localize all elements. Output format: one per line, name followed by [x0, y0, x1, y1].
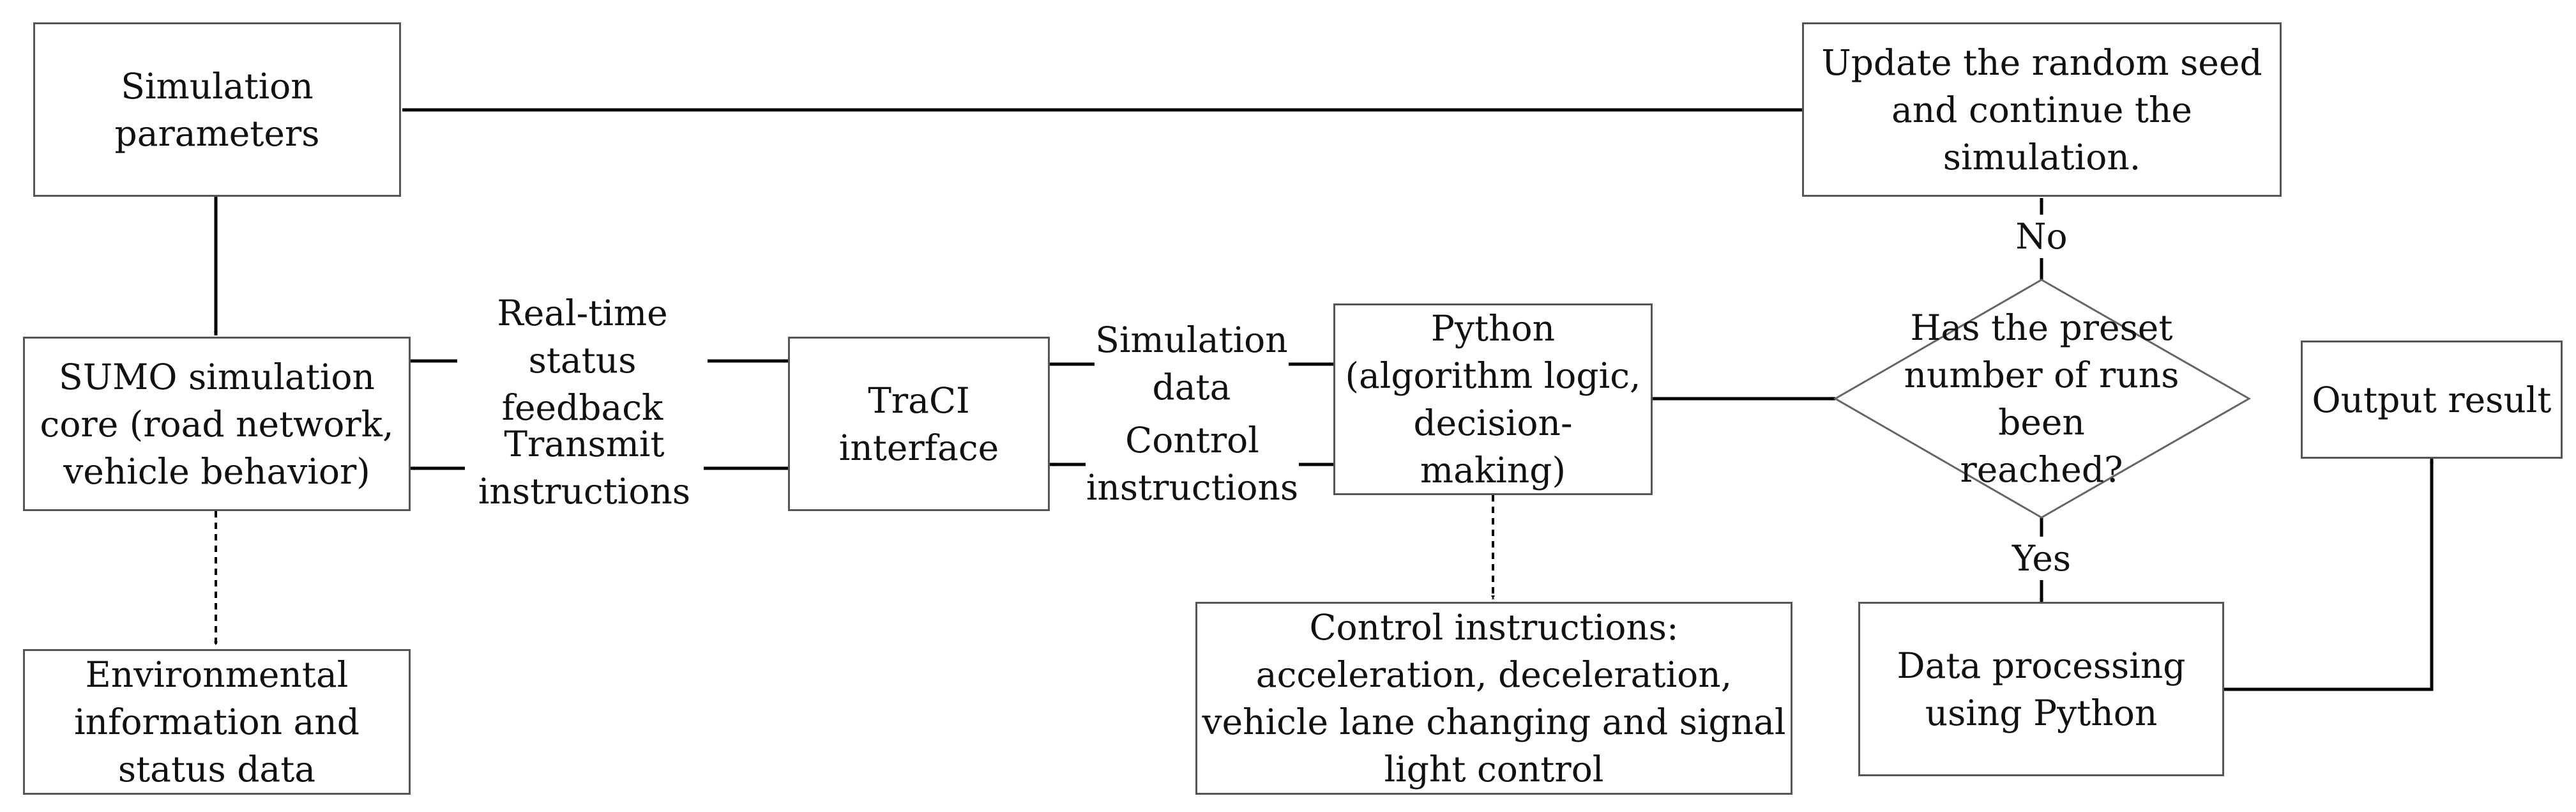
realtime-feedback-label: Real-time status feedback: [457, 293, 708, 428]
control-instructions-box: Control instructions: acceleration, dece…: [1195, 602, 1792, 795]
decision-runs-label: Has the preset number of runs been reach…: [1904, 307, 2179, 490]
output-result-box: Output result: [2301, 341, 2563, 459]
transmit-instructions-label: Transmit instructions: [465, 420, 704, 515]
update-seed-box: Update the random seed and continue the …: [1802, 22, 2282, 197]
arrow-processing-to-output: [2224, 459, 2434, 691]
output-result-label: Output result: [2312, 379, 2552, 420]
simulation-parameters-box: Simulation parameters: [33, 22, 401, 197]
yes-label: Yes: [2002, 537, 2081, 580]
control-instructions-edge-label: Control instructions: [1086, 417, 1299, 511]
decision-text: Has the preset number of runs been reach…: [1890, 307, 2193, 490]
data-processing-box: Data processing using Python: [1858, 602, 2224, 776]
sumo-core-label: SUMO simulation core (road network, vehi…: [40, 356, 394, 492]
environmental-info-label: Environmental information and status dat…: [74, 654, 360, 790]
control-instructions-box-label: Control instructions: acceleration, dece…: [1202, 607, 1786, 790]
update-seed-label: Update the random seed and continue the …: [1821, 42, 2262, 178]
python-logic-box: Python (algorithm logic, decision- makin…: [1333, 303, 1653, 495]
sumo-core-box: SUMO simulation core (road network, vehi…: [23, 337, 411, 511]
data-processing-label: Data processing using Python: [1897, 645, 2186, 733]
no-label: No: [2010, 215, 2073, 258]
environmental-info-box: Environmental information and status dat…: [23, 649, 411, 795]
python-logic-label: Python (algorithm logic, decision- makin…: [1345, 308, 1641, 491]
decision-diamond: [1833, 279, 2252, 519]
traci-interface-box: TraCI interface: [788, 337, 1050, 511]
simulation-parameters-label: Simulation parameters: [114, 65, 320, 154]
simulation-data-label: Simulation data: [1095, 316, 1289, 411]
traci-interface-label: TraCI interface: [838, 379, 999, 468]
